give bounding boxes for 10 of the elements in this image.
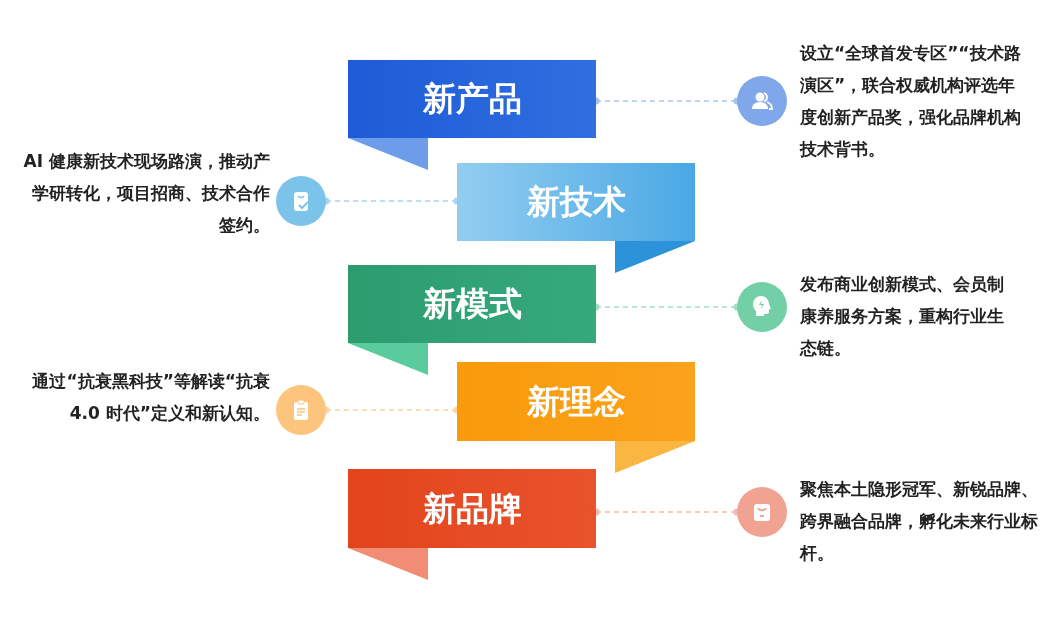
description-text: AI 健康新技术现场路演，推动产学研转化，项目招商、技术合作签约。 [22,150,270,237]
description-text: 发布商业创新模式、会员制康养服务方案，重构行业生态链。 [800,273,1005,360]
description-text: 通过“抗衰黑科技”等解读“抗衰 4.0 时代”定义和新认知。 [31,370,270,425]
icon-circle [737,487,787,537]
icon-circle [737,282,787,332]
icon-circle [276,176,326,226]
icon-circle [737,76,787,126]
description-text: 聚焦本土隐形冠军、新锐品牌、跨界融合品牌，孵化未来行业标杆。 [800,478,1039,565]
icon-circle [276,385,326,435]
description-text: 设立“全球首发专区”“技术路演区”，联合权威机构评选年度创新产品奖，强化品牌机构技术背书。 [800,42,1022,161]
